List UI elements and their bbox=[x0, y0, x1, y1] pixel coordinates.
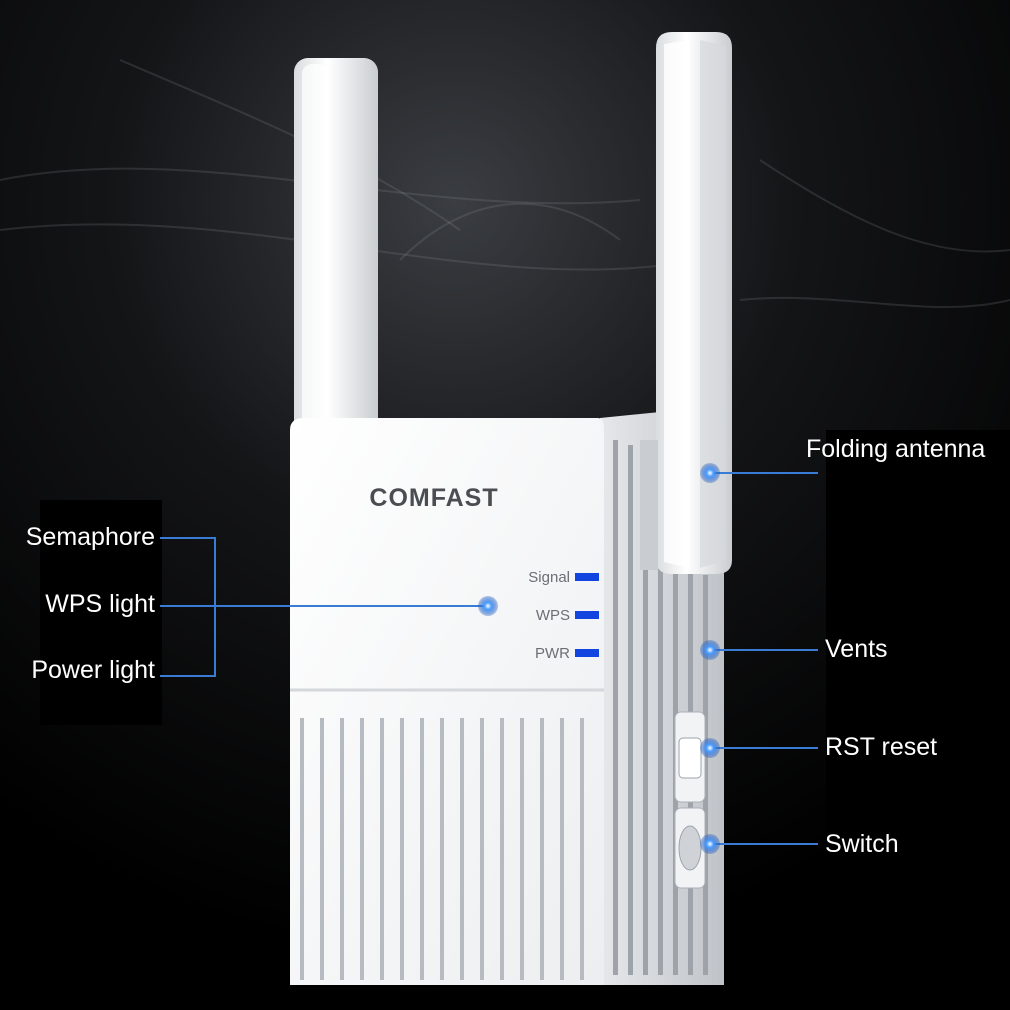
folding-antenna bbox=[640, 32, 732, 574]
callout-dot-leds bbox=[478, 596, 498, 616]
led-pwr-light bbox=[575, 649, 599, 657]
led-pwr: PWR bbox=[535, 645, 599, 662]
label-power-light: Power light bbox=[31, 656, 155, 684]
callout-dot-switch bbox=[700, 834, 720, 854]
label-folding-antenna: Folding antenna bbox=[806, 435, 986, 463]
callout-dot-rst bbox=[700, 738, 720, 758]
right-callout-lines bbox=[710, 472, 818, 845]
left-callout-lines bbox=[160, 537, 488, 677]
led-wps: WPS bbox=[536, 607, 599, 624]
left-label-panel bbox=[40, 500, 162, 725]
label-switch: Switch bbox=[825, 830, 899, 858]
rear-antenna bbox=[294, 58, 378, 438]
power-switch[interactable] bbox=[674, 807, 706, 889]
brand-logo: COMFAST bbox=[369, 484, 498, 512]
led-label-wps: WPS bbox=[536, 607, 570, 624]
callout-dots bbox=[478, 463, 720, 854]
label-vents: Vents bbox=[825, 635, 888, 663]
led-label-pwr: PWR bbox=[535, 645, 570, 662]
led-signal-light bbox=[575, 573, 599, 581]
rst-reset-button[interactable] bbox=[674, 711, 706, 803]
label-wps-light: WPS light bbox=[45, 590, 155, 618]
callout-dot-antenna bbox=[700, 463, 720, 483]
front-vents bbox=[300, 718, 584, 980]
device-front bbox=[290, 418, 604, 985]
led-wps-light bbox=[575, 611, 599, 619]
callout-dot-vents bbox=[700, 640, 720, 660]
label-semaphore: Semaphore bbox=[25, 523, 155, 551]
right-label-panel bbox=[826, 430, 1010, 890]
led-signal: Signal bbox=[528, 569, 599, 586]
led-label-signal: Signal bbox=[528, 569, 570, 586]
label-rst-reset: RST reset bbox=[825, 733, 938, 761]
